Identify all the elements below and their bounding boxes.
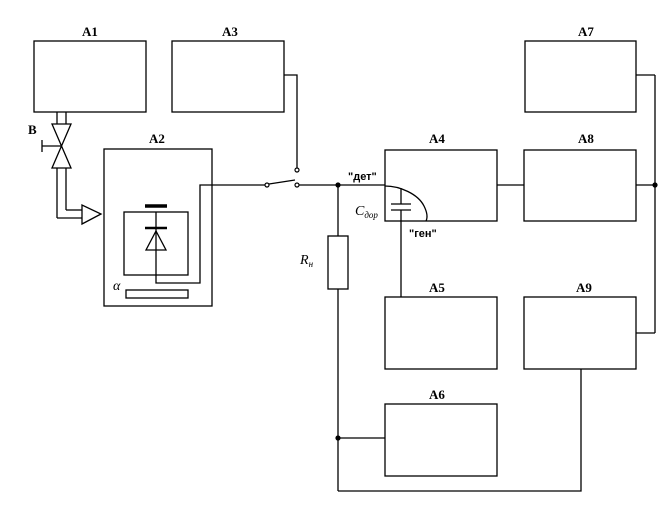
block-a4-label: А4 <box>429 131 445 146</box>
block-a5: А5 <box>384 280 498 370</box>
block-a1: А1 <box>33 24 147 113</box>
alpha-plate <box>125 289 189 299</box>
block-a3: А3 <box>171 24 285 113</box>
gas-pipe <box>56 112 103 226</box>
mode-det-label: "дет" <box>348 171 377 183</box>
block-a9: А9 <box>523 280 637 370</box>
block-a2: А2 α <box>103 131 213 307</box>
a9-return-wire <box>338 369 582 492</box>
bus-junction <box>652 182 658 188</box>
block-a5-label: А5 <box>429 280 445 295</box>
block-a1-label: А1 <box>82 24 98 39</box>
nozzle-icon <box>81 203 103 226</box>
block-a8: А8 <box>523 131 637 222</box>
resistor-icon <box>327 235 349 290</box>
valve: В <box>28 122 72 169</box>
alpha-label: α <box>113 279 121 294</box>
block-a2-label: А2 <box>149 131 165 146</box>
cutout-curve <box>384 185 428 222</box>
block-a3-label: А3 <box>222 24 238 39</box>
block-a6-label: А6 <box>429 387 445 402</box>
block-a8-label: А8 <box>578 131 594 146</box>
valve-label: В <box>28 122 37 137</box>
valve-icon <box>51 123 72 148</box>
detector-diode <box>144 204 168 275</box>
capacitor-label: Cдор <box>355 204 378 220</box>
block-a9-label: А9 <box>576 280 592 295</box>
load-resistor: Rн <box>299 185 349 491</box>
block-a7-label: А7 <box>578 24 594 39</box>
coupling-capacitor: Cдор "ген" <box>355 185 437 297</box>
diode-icon <box>144 229 168 251</box>
block-a7: А7 <box>524 24 637 113</box>
a3-to-switch-wire <box>284 74 298 168</box>
detector-signal-wire <box>155 184 265 284</box>
mode-switch <box>264 167 300 188</box>
resistor-label: Rн <box>299 253 314 269</box>
mode-gen-label: "ген" <box>409 228 437 240</box>
block-a6: А6 <box>384 387 498 477</box>
block-a4: А4 <box>384 131 498 222</box>
